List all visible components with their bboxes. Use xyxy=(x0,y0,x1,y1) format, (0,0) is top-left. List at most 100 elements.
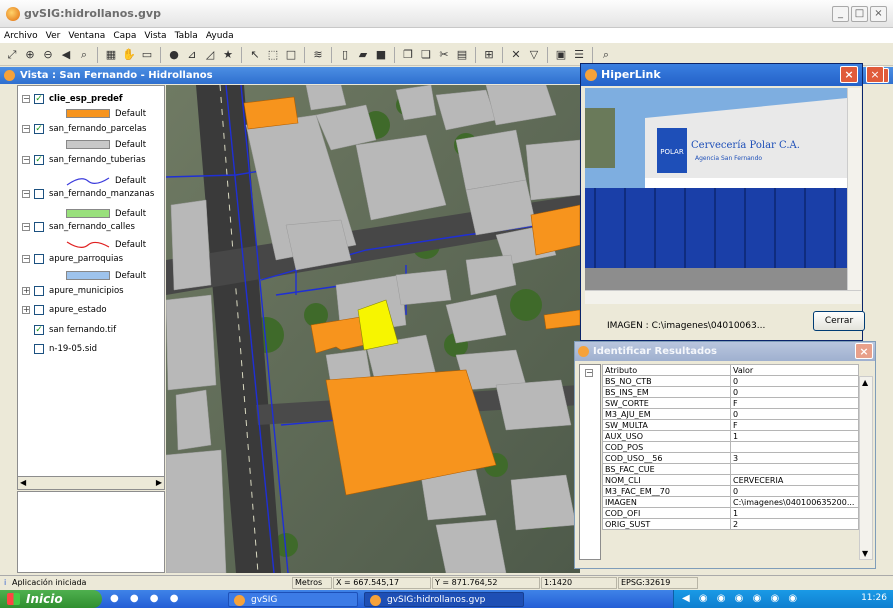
select-icon[interactable]: ↖ xyxy=(250,48,260,61)
copy-icon[interactable]: ❐ xyxy=(403,48,413,61)
aerial-map[interactable] xyxy=(166,85,580,573)
zoom-select-icon[interactable]: ⌕ xyxy=(80,47,88,61)
minimize-button[interactable]: _ xyxy=(832,6,849,22)
expander-icon[interactable]: + xyxy=(22,285,30,295)
menu-archivo[interactable]: Archivo xyxy=(4,30,38,41)
quick-launch-icons[interactable]: ● ● ● ● xyxy=(110,593,183,604)
save-icon[interactable]: ■ xyxy=(375,48,387,61)
results-close-icon[interactable]: × xyxy=(855,343,873,359)
toc-horizontal-scrollbar[interactable]: ◀ ▶ xyxy=(17,476,165,490)
scroll-right-icon[interactable]: ▶ xyxy=(155,478,162,487)
hyperlink-icon[interactable]: ★ xyxy=(223,48,233,61)
expander-icon[interactable]: + xyxy=(22,304,30,314)
expander-icon[interactable]: − xyxy=(585,368,593,377)
layer-icon[interactable]: ▦ xyxy=(105,48,117,61)
taskbar-item-gvsig[interactable]: gvSIG xyxy=(228,592,358,607)
info-icon[interactable]: ● xyxy=(169,48,179,61)
layer-row[interactable]: ✓ san fernando.tif xyxy=(34,323,116,336)
layer-checkbox[interactable] xyxy=(34,304,44,315)
select-point-icon[interactable]: ⬚ xyxy=(267,48,279,61)
layer-row[interactable]: − san_fernando_manzanas xyxy=(22,187,154,200)
open-folder-icon[interactable]: ▰ xyxy=(358,48,368,61)
start-button[interactable]: Inicio xyxy=(0,590,102,608)
photo-horizontal-scrollbar[interactable] xyxy=(585,290,861,304)
expander-icon[interactable]: − xyxy=(22,93,30,103)
select-rectangle-icon[interactable]: □ xyxy=(285,48,297,61)
background-close-icon[interactable]: × xyxy=(866,66,884,83)
layer-row[interactable]: n-19-05.sid xyxy=(34,342,97,355)
menu-ventana[interactable]: Ventana xyxy=(68,30,106,41)
layer-checkbox[interactable]: ✓ xyxy=(34,324,44,335)
tray-icons[interactable]: ◀ ◉ ◉ ◉ ◉ ◉ ◉ xyxy=(682,593,801,604)
menu-capa[interactable]: Capa xyxy=(113,30,137,41)
maximize-button[interactable]: □ xyxy=(851,6,868,22)
expander-icon[interactable]: − xyxy=(22,123,30,133)
search-icon[interactable]: ⌕ xyxy=(602,47,610,61)
taskbar-item-hidrollanos[interactable]: gvSIG:hidrollanos.gvp xyxy=(364,592,524,607)
zoom-previous-icon[interactable]: ◀ xyxy=(61,48,71,61)
scroll-left-icon[interactable]: ◀ xyxy=(20,478,27,487)
photo-vertical-scrollbar[interactable] xyxy=(847,88,861,290)
layer-row[interactable]: + apure_estado xyxy=(22,303,107,316)
table-icon[interactable]: ▤ xyxy=(456,48,468,61)
clear-selection-icon[interactable]: ✕ xyxy=(511,48,521,61)
layer-checkbox[interactable] xyxy=(34,285,44,296)
close-button[interactable]: × xyxy=(870,6,887,22)
rectangle-icon[interactable]: ▭ xyxy=(141,48,153,61)
column-header-atributo[interactable]: Atributo xyxy=(602,364,731,376)
scroll-down-icon[interactable]: ▼ xyxy=(862,549,869,558)
menu-ver[interactable]: Ver xyxy=(45,30,61,41)
layer-row[interactable]: + apure_municipios xyxy=(22,284,124,297)
list-icon[interactable]: ☰ xyxy=(574,48,584,61)
layer-checkbox[interactable] xyxy=(34,343,44,354)
new-file-icon[interactable]: ▯ xyxy=(341,48,349,61)
layer-checkbox[interactable]: ✓ xyxy=(34,154,44,165)
table-row[interactable]: BS_FAC_CUE xyxy=(602,463,859,475)
layers-panel-icon[interactable]: ≋ xyxy=(313,48,323,61)
menu-vista[interactable]: Vista xyxy=(144,30,167,41)
expander-icon[interactable]: − xyxy=(22,221,30,231)
layer-checkbox[interactable] xyxy=(34,221,44,232)
expander-icon[interactable]: − xyxy=(22,154,30,164)
expander-icon[interactable]: − xyxy=(22,188,30,198)
layer-row[interactable]: − ✓ san_fernando_parcelas xyxy=(22,122,146,135)
full-extent-icon[interactable]: ⤢ xyxy=(7,47,17,61)
grid-icon[interactable]: ⊞ xyxy=(484,48,494,61)
table-row[interactable]: COD_POS xyxy=(602,441,859,453)
layer-row[interactable]: − ✓ clie_esp_predef xyxy=(22,92,123,105)
column-header-valor[interactable]: Valor xyxy=(730,364,859,376)
layer-row[interactable]: − san_fernando_calles xyxy=(22,220,135,233)
layer-checkbox[interactable] xyxy=(34,253,44,264)
pan-icon[interactable]: ✋ xyxy=(122,48,136,61)
menu-ayuda[interactable]: Ayuda xyxy=(205,30,234,41)
layer-row[interactable]: − apure_parroquias xyxy=(22,252,123,265)
measure-icon[interactable]: ⊿ xyxy=(187,48,197,61)
layer-checkbox[interactable] xyxy=(34,188,44,199)
hiperlink-close-icon[interactable]: × xyxy=(840,66,858,83)
layer-row[interactable]: − ✓ san_fernando_tuberias xyxy=(22,153,146,166)
properties-icon[interactable]: ▣ xyxy=(555,48,567,61)
zoom-out-icon[interactable]: ⊖ xyxy=(43,48,53,61)
paste-icon[interactable]: ❏ xyxy=(421,48,431,61)
layer-checkbox[interactable]: ✓ xyxy=(34,123,44,134)
expander-icon[interactable]: − xyxy=(22,253,30,263)
scroll-up-icon[interactable]: ▲ xyxy=(862,378,869,387)
results-vertical-scrollbar[interactable]: ▲ ▼ xyxy=(859,376,873,560)
map-view[interactable] xyxy=(166,85,580,573)
filter-icon[interactable]: ▽ xyxy=(529,48,539,61)
layer-checkbox[interactable]: ✓ xyxy=(34,93,44,104)
zoom-in-icon[interactable]: ⊕ xyxy=(25,48,35,61)
close-button[interactable]: Cerrar xyxy=(813,311,865,331)
